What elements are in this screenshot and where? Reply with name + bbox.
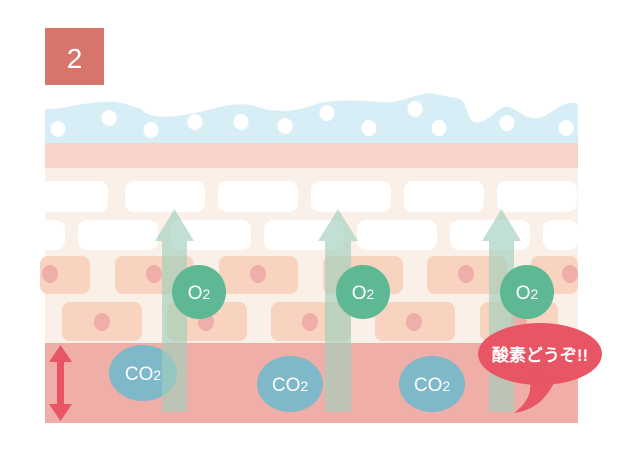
water-bubbles	[50, 101, 574, 138]
co2-bubble: CO2	[109, 345, 177, 401]
speech-bubble-text: 酸素どうぞ!!	[492, 345, 588, 365]
svg-text:CO2: CO2	[272, 375, 309, 396]
o2-bubble: O2	[172, 265, 226, 319]
up-arrow-icon	[318, 209, 358, 412]
stratum-corneum-band	[45, 143, 578, 168]
o2-bubble: O2	[500, 265, 554, 319]
co2-bubble: CO2	[257, 356, 323, 412]
svg-text:CO2: CO2	[414, 375, 451, 396]
svg-text:O2: O2	[188, 283, 211, 304]
water-layer	[45, 93, 578, 143]
step-badge: 2	[45, 28, 104, 85]
co2-molecules: CO2 CO2 CO2	[109, 345, 465, 412]
co2-bubble: CO2	[399, 356, 465, 412]
svg-text:CO2: CO2	[125, 364, 162, 385]
svg-text:O2: O2	[516, 283, 539, 304]
thickness-double-arrow	[49, 345, 72, 421]
up-arrow-icon	[155, 209, 194, 412]
o2-molecules: O2 O2 O2	[172, 265, 554, 319]
speech-bubble: 酸素どうぞ!!	[478, 323, 602, 413]
step-number: 2	[67, 43, 83, 74]
svg-text:O2: O2	[352, 283, 375, 304]
o2-bubble: O2	[336, 265, 390, 319]
oxygen-up-arrows	[155, 209, 521, 412]
flat-cells	[40, 181, 578, 250]
